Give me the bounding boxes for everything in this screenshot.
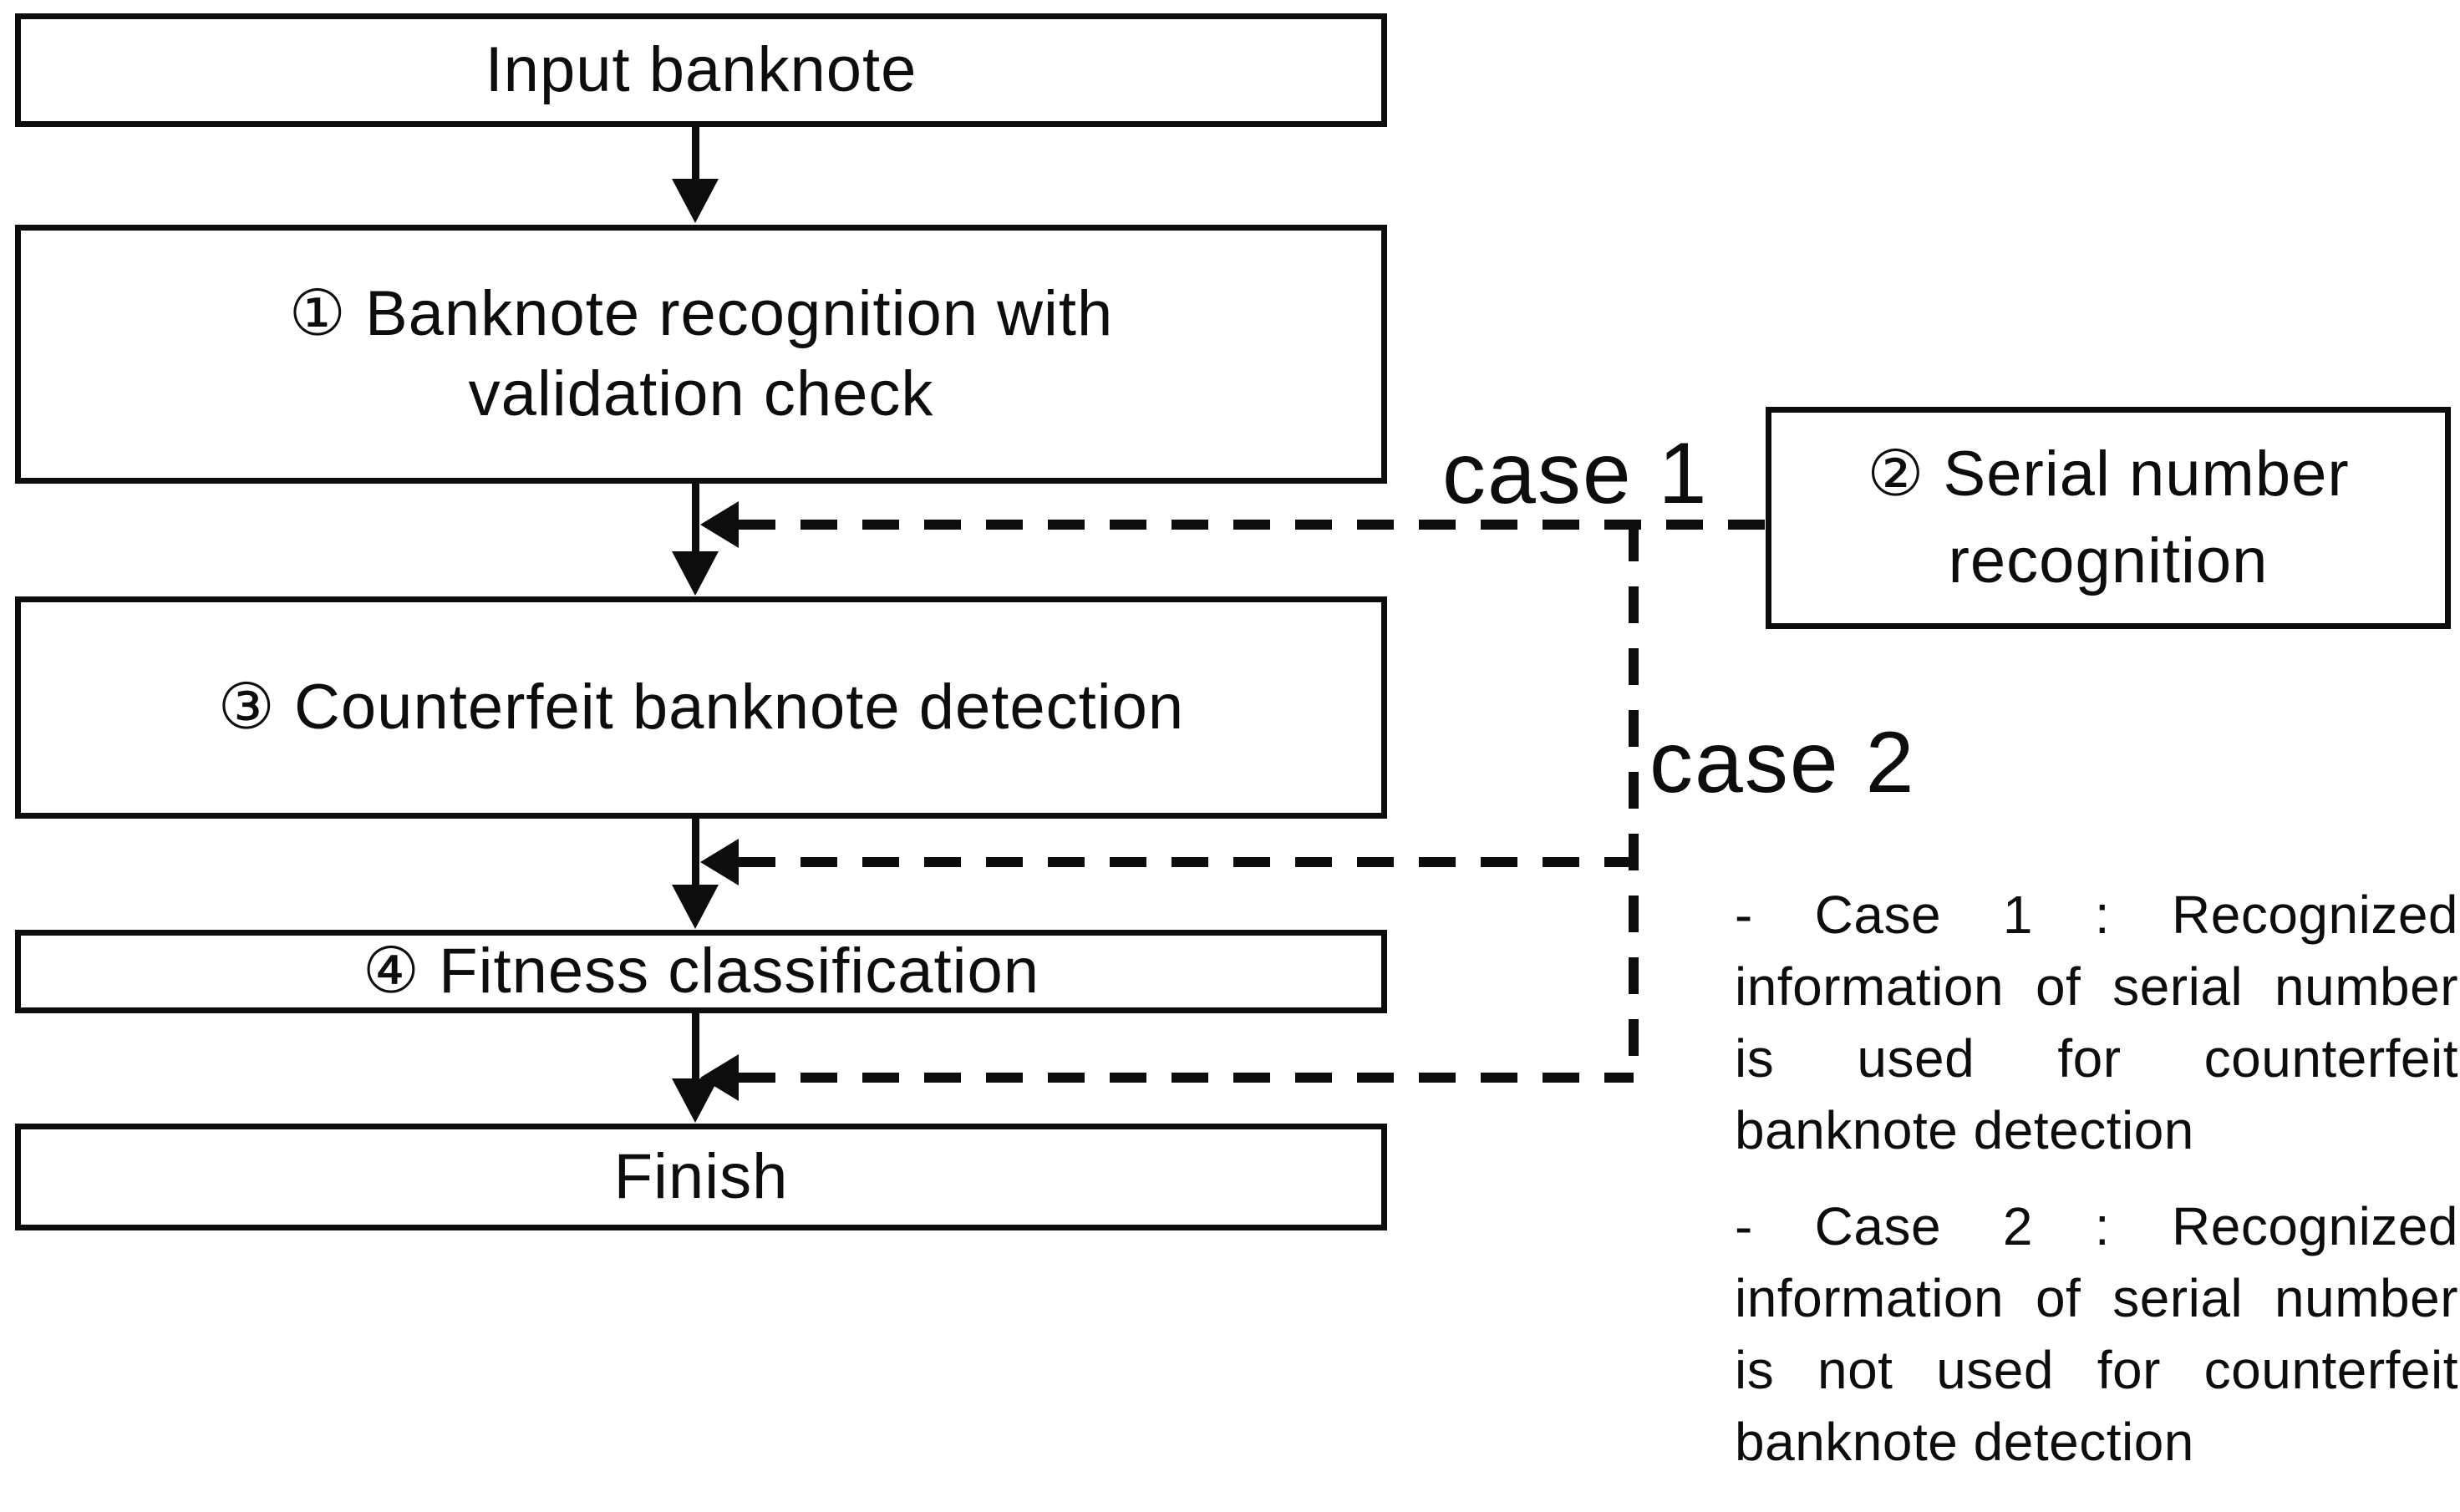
arrow-shaft xyxy=(692,1013,699,1080)
arrowhead-down-icon xyxy=(672,551,719,596)
dashed-connector-to-finish xyxy=(739,1073,1634,1083)
serial-number-box-line2: recognition xyxy=(1948,525,2269,596)
case2-label: case 2 xyxy=(1649,714,1916,811)
dashed-connector-case2-trunk xyxy=(1629,525,1639,1078)
flow-box-recognition-line2: validation check xyxy=(468,358,934,429)
flow-box-finish-label: Finish xyxy=(613,1141,789,1212)
note-case1-line2: information of serial number xyxy=(1735,956,2458,1017)
flow-box-counterfeit-label: ③ Counterfeit banknote detection xyxy=(217,672,1185,743)
note-case2-line1: - Case 2 : Recognized xyxy=(1735,1196,2458,1256)
arrow-shaft xyxy=(692,127,699,180)
flow-box-fitness-classification: ④ Fitness classification xyxy=(15,930,1387,1013)
arrowhead-left-icon xyxy=(700,1054,739,1101)
dashed-connector-case1 xyxy=(739,520,1770,530)
arrowhead-left-icon xyxy=(700,839,739,885)
arrowhead-down-icon xyxy=(672,179,719,223)
note-case2-line3: is not used for counterfeit xyxy=(1735,1340,2458,1400)
flow-box-input: Input banknote xyxy=(15,13,1387,127)
flow-box-counterfeit-detection: ③ Counterfeit banknote detection xyxy=(15,596,1387,819)
note-case1-line1: - Case 1 : Recognized xyxy=(1735,885,2458,945)
serial-number-box-line1: ② Serial number xyxy=(1867,439,2350,510)
note-case1-line3: is used for counterfeit xyxy=(1735,1028,2458,1088)
arrow-shaft xyxy=(692,819,699,886)
flow-box-input-label: Input banknote xyxy=(485,34,917,105)
flow-box-fitness-label: ④ Fitness classification xyxy=(362,936,1040,1007)
flow-box-serial-number-recognition: ② Serial number recognition xyxy=(1766,407,2451,629)
note-case1-line4: banknote detection xyxy=(1735,1100,2194,1160)
case1-label: case 1 xyxy=(1442,425,1709,522)
note-case2: - Case 2 : Recognized information of ser… xyxy=(1735,1190,2458,1478)
note-case1: - Case 1 : Recognized information of ser… xyxy=(1735,879,2458,1166)
dashed-connector-to-fitness xyxy=(739,857,1634,867)
flow-box-recognition-line1: ① Banknote recognition with xyxy=(288,278,1114,349)
arrowhead-left-icon xyxy=(700,501,739,548)
arrowhead-down-icon xyxy=(672,885,719,929)
flow-box-finish: Finish xyxy=(15,1124,1387,1230)
note-case2-line4: banknote detection xyxy=(1735,1412,2194,1472)
flow-box-banknote-recognition: ① Banknote recognition with validation c… xyxy=(15,225,1387,484)
arrow-shaft xyxy=(692,483,699,553)
note-case2-line2: information of serial number xyxy=(1735,1268,2458,1328)
